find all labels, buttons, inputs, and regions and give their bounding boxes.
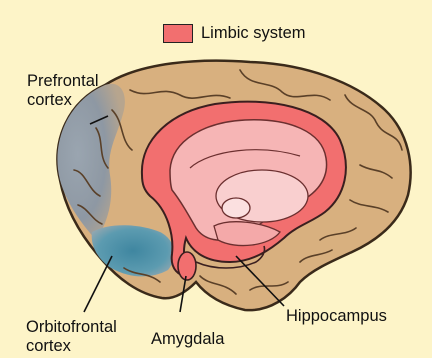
hippocampus-label: Hippocampus — [286, 307, 387, 326]
orbitofrontal-label-line2: cortex — [26, 337, 71, 356]
amygdala-label: Amygdala — [151, 330, 224, 349]
legend-swatch — [163, 24, 193, 43]
orbitofrontal-label-line1: Orbitofrontal — [26, 318, 117, 337]
prefrontal-label-line1: Prefrontal — [27, 72, 99, 91]
amygdala — [178, 252, 196, 280]
legend-label: Limbic system — [201, 24, 306, 43]
prefrontal-label-line2: cortex — [27, 91, 72, 110]
legend: Limbic system — [163, 22, 306, 44]
